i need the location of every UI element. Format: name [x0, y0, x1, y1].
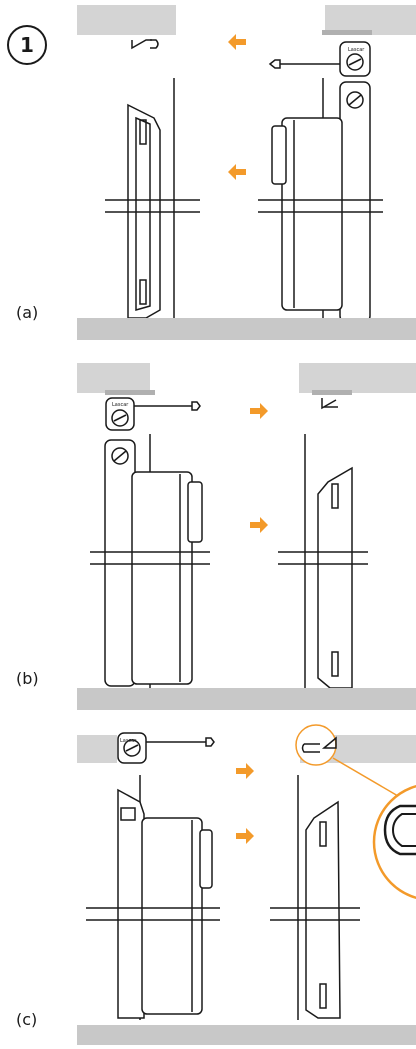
left-arrow-icon	[228, 164, 246, 180]
magnifier-source	[295, 724, 337, 766]
right-arrow-icon	[250, 517, 268, 533]
panel-label-a: (a)	[16, 303, 39, 322]
logger-device-b	[104, 439, 203, 687]
ceiling-left	[77, 735, 117, 763]
cable-lock: Lascar	[105, 397, 201, 431]
ceiling-left	[77, 363, 150, 393]
logger-device-c	[117, 788, 213, 1019]
panel-a: Lascar	[77, 5, 416, 340]
panel-b: Lascar	[77, 363, 416, 710]
cable-lock: Lascar	[268, 41, 371, 77]
floor-a	[77, 318, 416, 340]
right-arrow-icon	[236, 763, 254, 779]
wall-bracket-c	[305, 800, 341, 1019]
right-arrow-icon	[250, 403, 268, 419]
ceiling-right	[299, 363, 416, 393]
left-arrow-icon	[228, 34, 246, 50]
right-arrow-icon	[236, 828, 254, 844]
panel-c: Lascar	[77, 724, 416, 1045]
step-number: 1	[20, 33, 34, 57]
step-number-badge: 1	[7, 25, 47, 65]
svg-text:Lascar: Lascar	[120, 738, 137, 744]
magnifier-icon	[372, 784, 416, 900]
wall-bracket-b	[317, 466, 353, 689]
ceiling-left	[77, 5, 176, 35]
svg-text:Lascar: Lascar	[348, 47, 365, 53]
floor-c	[77, 1025, 416, 1045]
cable-lock: Lascar	[117, 732, 215, 764]
panel-label-c: (c)	[16, 1010, 38, 1029]
ceiling-bracket	[131, 39, 159, 50]
svg-text:Lascar: Lascar	[112, 402, 129, 408]
logger-device-a	[271, 81, 371, 323]
ceiling-bracket	[321, 398, 338, 410]
floor-b	[77, 688, 416, 710]
panel-label-b: (b)	[16, 669, 39, 688]
